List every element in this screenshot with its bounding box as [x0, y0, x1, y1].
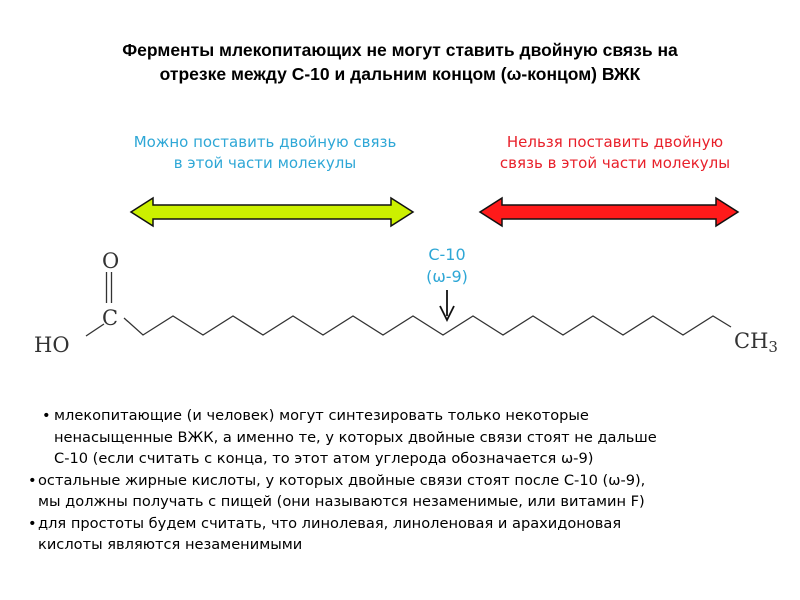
- bullet-3-line-1: для простоты будем считать, что линолева…: [38, 514, 622, 532]
- methyl-ch: CH: [734, 329, 768, 353]
- bullet-1-line-1: млекопитающие (и человек) могут синтезир…: [54, 407, 589, 424]
- allowed-region-label: Можно поставить двойную связь в этой час…: [95, 132, 435, 174]
- allowed-label-line-2: в этой части молекулы: [173, 154, 357, 172]
- methyl-subscript: 3: [768, 338, 778, 356]
- allowed-label-line-1: Можно поставить двойную связь: [133, 133, 397, 151]
- allowed-region-arrow: [129, 196, 415, 228]
- slide-title: Ферменты млекопитающих не могут ставить …: [20, 38, 780, 86]
- bullet-item-3: • для простоты будем считать, что линоле…: [28, 513, 788, 556]
- c10-marker-label: С-10 (ω-9): [412, 244, 482, 288]
- bullet-1-line-3: С-10 (если считать с конца, то этот атом…: [54, 450, 594, 467]
- omega9-label: (ω-9): [426, 267, 468, 286]
- bullet-dot: •: [28, 471, 37, 489]
- hydroxyl-group: HO: [34, 333, 70, 357]
- c10-pointer-head: [439, 305, 455, 323]
- c10-label: С-10: [428, 245, 466, 264]
- title-line-1: Ферменты млекопитающих не могут ставить …: [122, 40, 678, 60]
- methyl-group: CH3: [734, 329, 778, 356]
- bullet-item-2: • остальные жирные кислоты, у которых дв…: [28, 470, 788, 513]
- oxygen-atom: O: [102, 249, 119, 273]
- forbidden-region-arrow: [478, 196, 740, 228]
- bullet-2-line-2: мы должны получать с пищей (они называют…: [38, 493, 645, 510]
- forbidden-label-line-2: связь в этой части молекулы: [499, 154, 731, 172]
- bullet-2-line-1: остальные жирные кислоты, у которых двой…: [38, 471, 646, 489]
- carbon-chain: [123, 315, 732, 336]
- bullet-1-line-2: ненасыщенные ВЖК, а именно те, у которых…: [54, 428, 657, 446]
- bullet-dot: •: [28, 514, 37, 532]
- hydroxyl-bond: [85, 323, 105, 337]
- bullet-dot: •: [42, 407, 51, 424]
- bullet-list: • млекопитающие (и человек) могут синтез…: [28, 405, 788, 556]
- forbidden-label-line-1: Нельзя поставить двойную: [506, 133, 724, 151]
- bullet-3-line-2: кислоты являются незаменимыми: [38, 536, 303, 553]
- forbidden-region-label: Нельзя поставить двойную связь в этой ча…: [455, 132, 775, 174]
- carbon-atom: C: [102, 306, 118, 330]
- title-line-2: отрезке между С-10 и дальним концом (ω-к…: [159, 64, 641, 84]
- bullet-item-1: • млекопитающие (и человек) могут синтез…: [28, 405, 788, 470]
